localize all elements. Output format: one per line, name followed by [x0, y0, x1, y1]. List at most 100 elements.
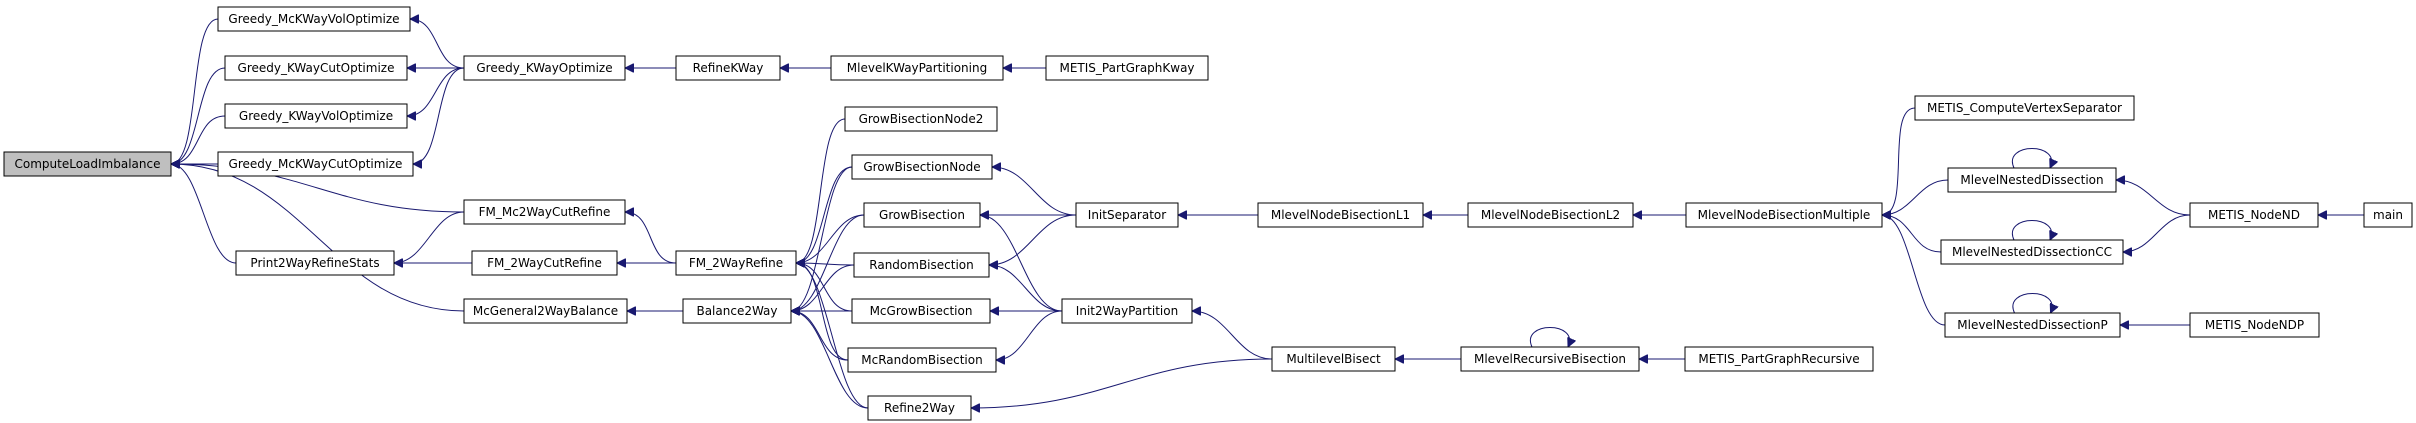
node-label: Balance2Way	[696, 304, 777, 318]
edge-refine2-way-to-fm-2-way-refine	[795, 263, 869, 409]
node-label: MlevelNodeBisectionMultiple	[1698, 208, 1871, 222]
node-mlevel-node-bisection-l2[interactable]: MlevelNodeBisectionL2	[1467, 202, 1634, 228]
node-print2-way-refine-stats[interactable]: Print2WayRefineStats	[235, 250, 395, 276]
node-box[interactable]	[224, 103, 408, 129]
node-refine2-way[interactable]: Refine2Way	[867, 395, 972, 421]
node-fm-2-way-cut-refine[interactable]: FM_2WayCutRefine	[471, 250, 618, 276]
node-grow-bisection[interactable]: GrowBisection	[863, 202, 981, 228]
node-random-bisection[interactable]: RandomBisection	[853, 252, 990, 278]
node-label: MlevelKWayPartitioning	[847, 61, 987, 75]
edge-mc-general2-way-balance-to-compute-load-imbalance	[171, 164, 465, 312]
node-box[interactable]	[1940, 239, 2124, 265]
node-box[interactable]	[1467, 202, 1634, 228]
node-box[interactable]	[851, 298, 991, 324]
node-box[interactable]	[844, 106, 998, 132]
node-box[interactable]	[217, 6, 411, 32]
node-label: Greedy_McKWayVolOptimize	[228, 12, 399, 26]
node-box[interactable]	[1061, 298, 1193, 324]
node-mlevel-kway-partitioning[interactable]: MlevelKWayPartitioning	[830, 55, 1004, 81]
edge-greedy-kway-vol-optimize-to-compute-load-imbalance	[171, 115, 226, 164]
node-label: RefineKWay	[693, 61, 764, 75]
node-mlevel-node-bisection-multiple[interactable]: MlevelNodeBisectionMultiple	[1685, 202, 1883, 228]
node-box[interactable]	[2189, 312, 2320, 338]
node-box[interactable]	[863, 202, 981, 228]
node-compute-load-imbalance[interactable]: ComputeLoadImbalance	[3, 151, 172, 177]
node-box[interactable]	[1045, 55, 1209, 81]
node-box[interactable]	[851, 154, 993, 180]
node-mlevel-nested-dissection-cc[interactable]: MlevelNestedDissectionCC	[1940, 239, 2124, 265]
node-label: METIS_PartGraphRecursive	[1698, 352, 1859, 366]
node-box[interactable]	[1684, 346, 1874, 372]
node-greedy-kway-vol-optimize[interactable]: Greedy_KWayVolOptimize	[224, 103, 408, 129]
node-mlevel-nested-dissection-p[interactable]: MlevelNestedDissectionP	[1944, 312, 2121, 338]
edge-mlevel-nested-dissection-to-mlevel-node-bisection-multiple	[1882, 179, 1949, 215]
edge-mlevel-nested-dissection-cc-to-mlevel-nested-dissection-cc	[2011, 220, 2051, 241]
edge-fm-mc2-way-cut-refine-to-compute-load-imbalance	[171, 164, 465, 213]
node-label: MlevelNestedDissectionP	[1957, 318, 2108, 332]
node-box[interactable]	[2189, 202, 2319, 228]
node-grow-bisection-node[interactable]: GrowBisectionNode	[851, 154, 993, 180]
node-box[interactable]	[1685, 202, 1883, 228]
node-mc-grow-bisection[interactable]: McGrowBisection	[851, 298, 991, 324]
node-box[interactable]	[1460, 346, 1640, 372]
node-refine-kway[interactable]: RefineKWay	[675, 55, 781, 81]
edge-metis-compute-vertex-separator-to-mlevel-node-bisection-multiple	[1881, 107, 1916, 215]
node-mlevel-recursive-bisection[interactable]: MlevelRecursiveBisection	[1460, 346, 1640, 372]
node-grow-bisection-node2[interactable]: GrowBisectionNode2	[844, 106, 998, 132]
node-metis-node-nd[interactable]: METIS_NodeND	[2189, 202, 2319, 228]
node-label: ComputeLoadImbalance	[15, 157, 161, 171]
node-label: GrowBisectionNode	[863, 160, 980, 174]
node-box[interactable]	[1914, 95, 2135, 121]
node-box[interactable]	[1947, 167, 2117, 193]
node-label: Greedy_KWayOptimize	[476, 61, 612, 75]
node-box[interactable]	[217, 151, 414, 177]
node-box[interactable]	[2363, 202, 2413, 228]
node-box[interactable]	[471, 250, 618, 276]
node-box[interactable]	[463, 199, 626, 225]
node-metis-part-graph-recursive[interactable]: METIS_PartGraphRecursive	[1684, 346, 1874, 372]
edge-mlevel-nested-dissection-cc-to-mlevel-node-bisection-multiple	[1882, 215, 1942, 253]
node-box[interactable]	[867, 395, 972, 421]
node-balance2-way[interactable]: Balance2Way	[682, 298, 792, 324]
node-mc-random-bisection[interactable]: McRandomBisection	[847, 347, 997, 373]
node-metis-part-graph-kway[interactable]: METIS_PartGraphKway	[1045, 55, 1209, 81]
node-mlevel-node-bisection-l1[interactable]: MlevelNodeBisectionL1	[1257, 202, 1424, 228]
node-main[interactable]: main	[2363, 202, 2413, 228]
node-box[interactable]	[235, 250, 395, 276]
node-label: MlevelNodeBisectionL1	[1271, 208, 1410, 222]
edge-mlevel-nested-dissection-p-to-mlevel-node-bisection-multiple	[1881, 215, 1946, 326]
node-greedy-kway-optimize[interactable]: Greedy_KWayOptimize	[463, 55, 626, 81]
node-box[interactable]	[682, 298, 792, 324]
node-label: GrowBisection	[879, 208, 965, 222]
node-fm-2-way-refine[interactable]: FM_2WayRefine	[675, 250, 797, 276]
node-greedy-mc-kway-cut-optimize[interactable]: Greedy_McKWayCutOptimize	[217, 151, 414, 177]
node-box[interactable]	[463, 298, 628, 324]
edge-grow-bisection-to-balance2-way	[790, 214, 865, 311]
edge-multilevel-bisect-to-init2-way-partition	[1192, 311, 1273, 360]
node-box[interactable]	[830, 55, 1004, 81]
node-greedy-kway-cut-optimize[interactable]: Greedy_KWayCutOptimize	[224, 55, 408, 81]
edge-layer	[170, 19, 2364, 409]
node-box[interactable]	[1257, 202, 1424, 228]
node-mlevel-nested-dissection[interactable]: MlevelNestedDissection	[1947, 167, 2117, 193]
edge-print2-way-refine-stats-to-compute-load-imbalance	[170, 164, 237, 264]
node-greedy-mc-kway-vol-optimize[interactable]: Greedy_McKWayVolOptimize	[217, 6, 411, 32]
node-box[interactable]	[847, 347, 997, 373]
node-box[interactable]	[675, 55, 781, 81]
node-label: MlevelNestedDissection	[1960, 173, 2103, 187]
node-init-separator[interactable]: InitSeparator	[1075, 202, 1179, 228]
node-box[interactable]	[1944, 312, 2121, 338]
node-box[interactable]	[1271, 346, 1396, 372]
node-box[interactable]	[1075, 202, 1179, 228]
node-box[interactable]	[675, 250, 797, 276]
node-fm-mc2-way-cut-refine[interactable]: FM_Mc2WayCutRefine	[463, 199, 626, 225]
node-mc-general2-way-balance[interactable]: McGeneral2WayBalance	[463, 298, 628, 324]
node-multilevel-bisect[interactable]: MultilevelBisect	[1271, 346, 1396, 372]
node-metis-node-ndp[interactable]: METIS_NodeNDP	[2189, 312, 2320, 338]
node-init2-way-partition[interactable]: Init2WayPartition	[1061, 298, 1193, 324]
node-box[interactable]	[463, 55, 626, 81]
node-box[interactable]	[224, 55, 408, 81]
node-box[interactable]	[853, 252, 990, 278]
node-metis-compute-vertex-separator[interactable]: METIS_ComputeVertexSeparator	[1914, 95, 2135, 121]
node-box[interactable]	[3, 151, 172, 177]
